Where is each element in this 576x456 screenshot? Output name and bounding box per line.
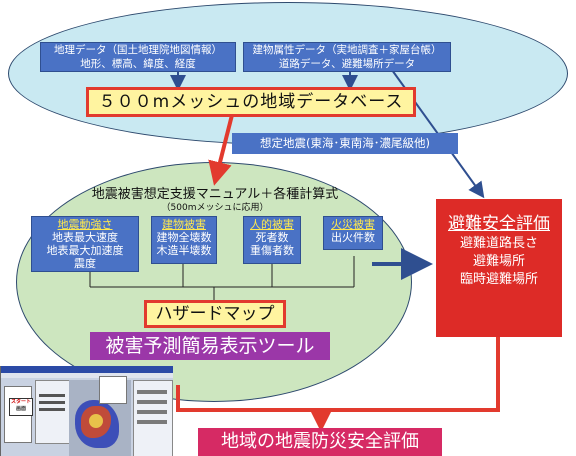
geographic-data-box: 地理データ（国土地理院地図情報） 地形、標高、緯度、経度 <box>40 42 236 72</box>
damage-prediction-tool-label: 被害予測簡易表示ツール <box>90 332 330 360</box>
start-label-2: 画面 <box>15 406 26 412</box>
building-damage-line1: 建物全壊数 <box>156 231 212 244</box>
manual-subtitle: （500mメッシュに応用） <box>161 203 269 213</box>
arrow-db-to-manual <box>208 114 234 186</box>
human-damage-title: 人的被害 <box>250 218 294 231</box>
start-screen-button: スタート 画面 <box>9 398 33 416</box>
hazard-map-label: ハザードマップ <box>144 300 286 328</box>
earthquake-scenario-label: 想定地震(東海･東南海･濃尾級他) <box>232 133 458 154</box>
building-data-line2: 道路データ、避難場所データ <box>278 58 416 70</box>
evacuation-line2: 避難場所 <box>472 254 525 269</box>
tool-screenshot-thumbnail: スタート 画面 <box>0 366 173 456</box>
building-damage-box: 建物被害 建物全壊数 木造半壊数 <box>151 216 217 264</box>
calculation-layer-ellipse <box>16 162 412 402</box>
fire-damage-box: 火災被害 出火件数 <box>323 216 383 250</box>
regional-disaster-evaluation-label: 地域の地震防災安全評価 <box>198 428 442 456</box>
geographic-data-line2: 地形、標高、緯度、経度 <box>80 58 196 70</box>
building-damage-line2: 木造半壊数 <box>156 244 212 257</box>
ground-motion-title: 地震動強さ <box>57 218 113 231</box>
building-data-line1: 建物属性データ（実地調査＋家屋台帳） <box>252 44 442 56</box>
evacuation-safety-box: 避難安全評価 避難道路長さ 避難場所 臨時避難場所 <box>436 199 562 337</box>
start-label-1: スタート <box>10 399 31 405</box>
mesh-database-label: ５００mメッシュの地域データベース <box>86 87 416 117</box>
building-data-box: 建物属性データ（実地調査＋家屋台帳） 道路データ、避難場所データ <box>243 42 451 72</box>
human-damage-line2: 重傷者数 <box>250 244 294 257</box>
ground-motion-line3: 震度 <box>74 257 96 270</box>
evacuation-line3: 臨時避難場所 <box>459 272 538 287</box>
data-layer-ellipse <box>8 2 568 145</box>
manual-title: 地震被害想定支援マニュアル＋各種計算式 <box>91 187 339 202</box>
ground-motion-box: 地震動強さ 地表最大速度 地表最大加速度 震度 <box>31 216 139 272</box>
building-damage-title: 建物被害 <box>162 218 206 231</box>
geographic-data-line1: 地理データ（国土地理院地図情報） <box>54 44 222 56</box>
fire-damage-title: 火災被害 <box>331 218 375 231</box>
ground-motion-line1: 地表最大速度 <box>52 231 118 244</box>
red-flow-line <box>176 337 500 412</box>
ground-motion-line2: 地表最大加速度 <box>46 244 124 257</box>
human-damage-line1: 死者数 <box>255 231 289 244</box>
fire-damage-line1: 出火件数 <box>331 231 375 244</box>
evacuation-line1: 避難道路長さ <box>459 236 538 251</box>
human-damage-box: 人的被害 死者数 重傷者数 <box>243 216 301 264</box>
evacuation-safety-title: 避難安全評価 <box>448 214 550 234</box>
